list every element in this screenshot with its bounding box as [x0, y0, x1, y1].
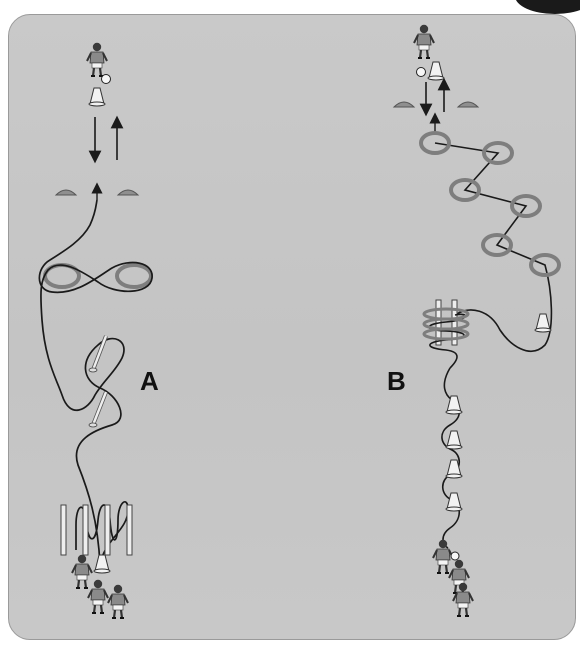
drill-a-marker-disc-left-icon: [56, 190, 76, 195]
drill-b-waiting-player-1-icon: [433, 540, 453, 573]
drill-b-cone-2-icon: [446, 431, 462, 449]
drill-a-group: [39, 43, 152, 618]
drill-b-side-cone-icon: [535, 314, 551, 332]
drill-b-waiting-ball-icon: [451, 552, 459, 560]
drill-a-top-cone-icon: [89, 88, 105, 106]
drill-b-top-player-icon: [414, 25, 434, 58]
drill-a-waiting-player-3-icon: [108, 585, 128, 618]
drill-a-ball-icon: [102, 75, 111, 84]
drill-b-cone-4-icon: [446, 493, 462, 511]
drill-a-label: A: [140, 366, 159, 397]
drill-a-dribble-path: [39, 200, 152, 565]
drill-b-slalom-path: [442, 368, 459, 548]
drill-b-label: B: [387, 366, 406, 397]
drill-b-ring-icons: [424, 309, 468, 339]
drill-a-waiting-player-2-icon: [88, 580, 108, 613]
drill-a-hoop-right-icon: [117, 265, 151, 287]
drill-b-top-cone-icon: [428, 62, 444, 80]
drill-a-waiting-player-1-icon: [72, 555, 92, 588]
drill-a-start-cone-icon: [94, 555, 110, 573]
drill-a-marker-disc-right-icon: [118, 190, 138, 195]
drill-b-marker-disc-right-icon: [458, 102, 478, 107]
drill-b-group: [394, 25, 559, 616]
drill-a-pole-upper-icon: [89, 336, 106, 372]
drill-a-pole-lower-icon: [89, 392, 106, 427]
drill-b-marker-disc-left-icon: [394, 102, 414, 107]
drill-a-top-player-icon: [87, 43, 107, 76]
drill-b-cone-1-icon: [446, 396, 462, 414]
drill-b-ball-icon: [417, 68, 426, 77]
drill-b-coil-path: [429, 314, 465, 368]
